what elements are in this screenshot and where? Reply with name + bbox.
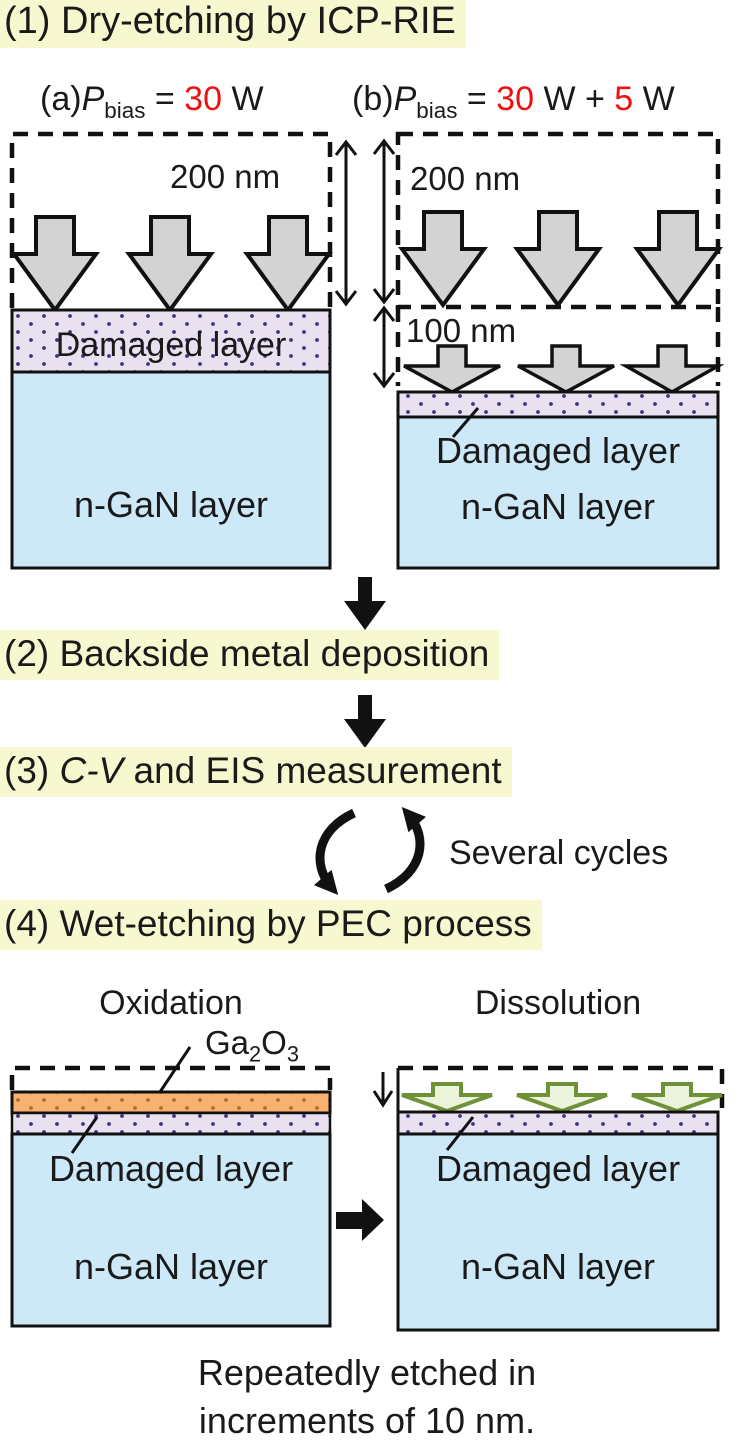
footer-caption-line2: increments of 10 nm. xyxy=(198,1400,536,1441)
damaged-layer-leader-line xyxy=(70,1116,99,1154)
panel-b-bias-label: (b)Pbias = 30 W + 5 W xyxy=(352,80,675,123)
ga2o3-label: Ga2O3 xyxy=(205,1024,299,1067)
flow-down-arrow-2 xyxy=(344,695,386,748)
ngan-layer-c xyxy=(10,1132,332,1328)
damaged-layer-leader-line xyxy=(445,1116,475,1151)
flow-right-arrow xyxy=(336,1199,384,1241)
oxidation-diagram xyxy=(9,1046,333,1328)
pec-etch-arrow xyxy=(631,1082,723,1114)
damaged-layer-b xyxy=(396,390,720,419)
pec-etch-arrow xyxy=(516,1082,608,1114)
dissolution-diagram xyxy=(372,1065,725,1332)
step4-title: (4) Wet-etching by PEC process xyxy=(0,900,542,950)
depth-200nm-label-b: 200 nm xyxy=(410,160,521,197)
oxidation-title: Oxidation xyxy=(99,984,243,1022)
damaged-layer-label-d: Damaged layer xyxy=(435,1148,681,1189)
damaged-layer-label-b: Damaged layer xyxy=(435,430,681,471)
cycle-arrow-left xyxy=(313,808,357,896)
ngan-layer-label-a: n-GaN layer xyxy=(73,484,269,525)
depth-100nm-label-b: 100 nm xyxy=(406,312,517,349)
ion-arrow xyxy=(10,215,100,314)
damaged-layer-a xyxy=(10,308,332,374)
oxidation-dashed-outline xyxy=(9,1065,333,1090)
depth-200nm-label-a: 200 nm xyxy=(170,158,281,195)
ga2o3-oxide-layer xyxy=(10,1090,332,1115)
step2-title: (2) Backside metal deposition xyxy=(0,630,500,680)
ion-arrow-small xyxy=(517,344,615,394)
damaged-layer-label-c: Damaged layer xyxy=(48,1148,294,1189)
etch-region-dashed-box-a xyxy=(9,131,333,308)
damaged-layer-d xyxy=(396,1110,720,1136)
ngan-layer-label-d: n-GaN layer xyxy=(460,1246,656,1287)
etch-direction-arrow xyxy=(372,1072,394,1108)
step1-title: (1) Dry-etching by ICP-RIE xyxy=(0,0,466,48)
ngan-layer-b xyxy=(396,415,720,570)
step3-title: (3) C-V and EIS measurement xyxy=(0,747,512,797)
ion-arrow xyxy=(513,210,603,309)
cycle-arrows xyxy=(313,806,427,896)
depth-measure-arrows xyxy=(334,138,396,389)
damaged-layer-label-a: Damaged layer xyxy=(55,326,287,364)
pec-etch-arrow xyxy=(401,1082,493,1114)
ion-arrow xyxy=(633,210,723,309)
ion-arrow-small xyxy=(619,344,725,395)
ion-arrow xyxy=(398,210,488,309)
dissolution-title: Dissolution xyxy=(474,984,642,1022)
ngan-layer-label-c: n-GaN layer xyxy=(73,1246,269,1287)
ngan-layer-d xyxy=(396,1132,720,1332)
panel-b-diagram xyxy=(395,131,725,570)
ion-arrow-small xyxy=(403,344,501,394)
flow-down-arrow-1 xyxy=(344,577,386,630)
panel-a-diagram xyxy=(9,131,333,570)
ion-arrow xyxy=(243,215,333,314)
panel-a-bias-label: (a)Pbias = 30 W xyxy=(40,80,264,123)
damaged-layer-c xyxy=(10,1111,332,1136)
damaged-layer-leader-line xyxy=(451,407,480,438)
footer-caption-line1: Repeatedly etched in xyxy=(197,1352,537,1393)
cycle-arrow-right xyxy=(383,806,427,894)
ngan-layer-a xyxy=(10,370,332,570)
ion-arrow xyxy=(125,215,215,314)
several-cycles-label: Several cycles xyxy=(449,834,669,872)
ngan-layer-label-b: n-GaN layer xyxy=(460,486,656,527)
